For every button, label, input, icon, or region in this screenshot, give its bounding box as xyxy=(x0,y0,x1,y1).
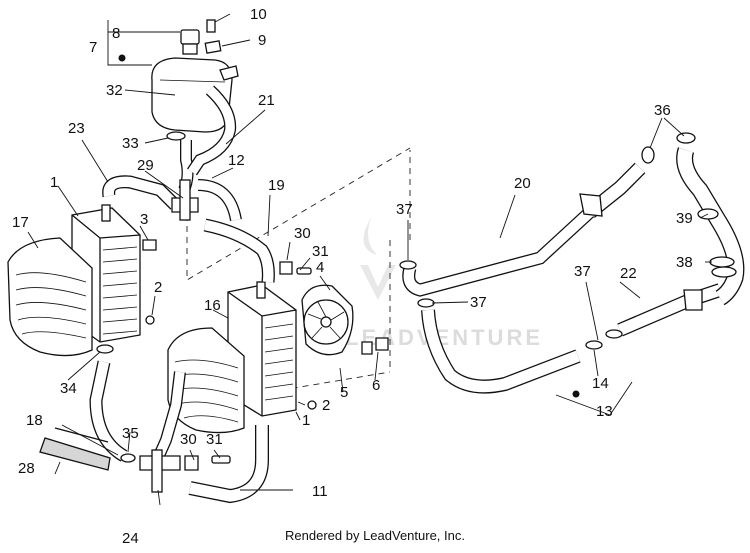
callout-11: 11 xyxy=(312,483,328,500)
callout-2: 2 xyxy=(154,279,162,296)
callout-13: 13 xyxy=(596,403,613,420)
shroud-right xyxy=(167,327,245,434)
callout-37a: 37 xyxy=(396,201,413,218)
callout-21: 21 xyxy=(258,92,275,109)
expansion-tank xyxy=(151,19,239,133)
shroud-left xyxy=(7,237,93,357)
callout-23: 23 xyxy=(68,120,85,137)
callout-17: 17 xyxy=(12,214,29,231)
callout-32: 32 xyxy=(106,82,123,99)
leader-lines xyxy=(27,13,712,506)
callout-16: 16 xyxy=(204,297,221,314)
callout-29: 29 xyxy=(137,157,154,174)
callout-39: 39 xyxy=(676,210,693,227)
kit-marker-dot xyxy=(118,54,126,62)
kit-marker-dot xyxy=(572,390,580,398)
callout-30: 30 xyxy=(294,225,311,242)
fan-assembly xyxy=(301,284,354,356)
callout-34: 34 xyxy=(60,380,77,397)
callout-28: 28 xyxy=(18,460,35,477)
dashed-frame xyxy=(186,147,411,393)
callout-19: 19 xyxy=(268,177,285,194)
fittings xyxy=(39,131,737,493)
callout-2b: 2 xyxy=(322,397,330,414)
callout-4: 4 xyxy=(316,259,324,276)
callout-3: 3 xyxy=(140,211,148,228)
callout-14: 14 xyxy=(592,375,609,392)
callout-8: 8 xyxy=(112,25,120,42)
callout-37c: 37 xyxy=(574,263,591,280)
callout-labels: 8 7 10 9 32 21 23 33 29 12 1 19 17 3 30 … xyxy=(12,6,693,547)
callout-31b: 31 xyxy=(206,431,223,448)
callout-37b: 37 xyxy=(470,294,487,311)
callout-12: 12 xyxy=(228,152,245,169)
callout-6: 6 xyxy=(372,377,380,394)
callout-35: 35 xyxy=(122,425,139,442)
callout-22: 22 xyxy=(620,265,637,282)
callout-7: 7 xyxy=(89,39,97,56)
callout-24: 24 xyxy=(122,530,139,547)
callout-18: 18 xyxy=(26,412,43,429)
callout-20: 20 xyxy=(514,175,531,192)
callout-1b: 1 xyxy=(302,412,310,429)
callout-10: 10 xyxy=(250,6,267,23)
callout-36: 36 xyxy=(654,102,671,119)
callout-33: 33 xyxy=(122,135,139,152)
callout-9: 9 xyxy=(258,32,266,49)
callout-38: 38 xyxy=(676,254,693,271)
watermark-text: LEADVENTURE xyxy=(345,325,543,350)
footer-credit: Rendered by LeadVenture, Inc. xyxy=(285,528,465,543)
callout-1: 1 xyxy=(50,174,58,191)
radiator-right xyxy=(227,281,297,417)
callout-30b: 30 xyxy=(180,431,197,448)
callout-5: 5 xyxy=(340,384,348,401)
callout-31: 31 xyxy=(312,243,329,260)
